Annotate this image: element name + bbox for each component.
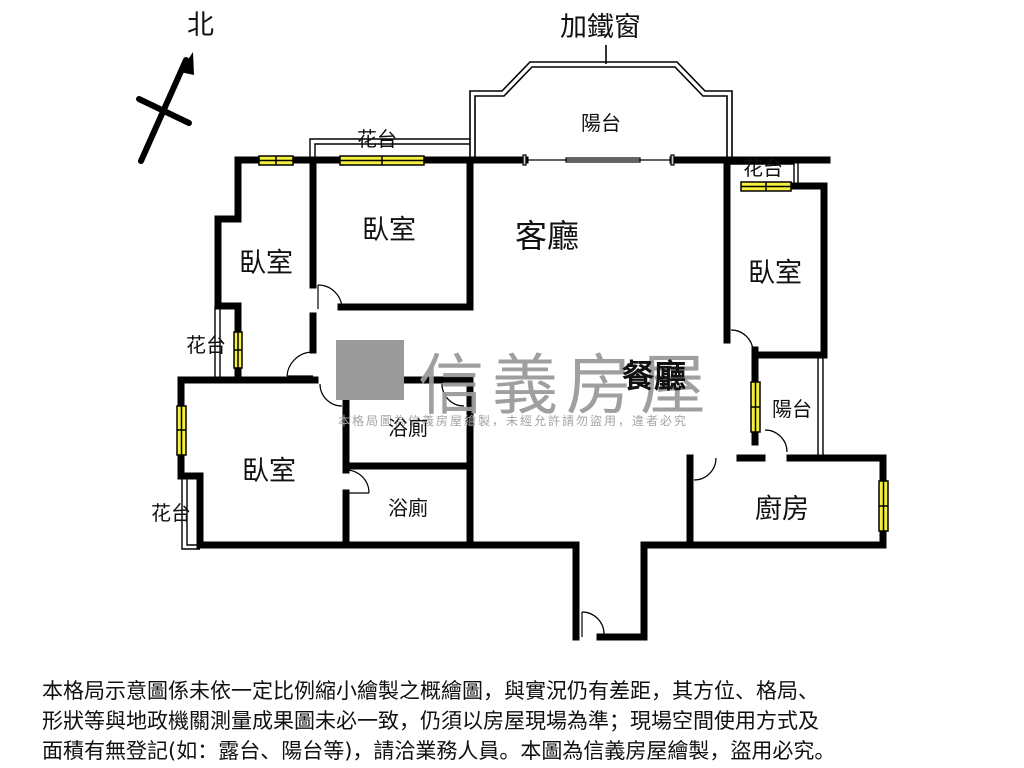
bedroom-top-left-label: 臥室 <box>239 248 293 279</box>
balcony-right-label: 陽台 <box>772 397 812 421</box>
brand-logo-watermark <box>336 340 404 400</box>
floor-plan <box>136 45 889 641</box>
planter-left-mid-label: 花台 <box>186 333 226 357</box>
windows <box>176 155 889 532</box>
planter-top-left-label: 花台 <box>357 127 397 151</box>
bedroom-right-label: 臥室 <box>748 258 802 289</box>
planter-outline <box>181 138 824 550</box>
disclaimer-line: 形狀等與地政機關測量成果圖未必一致，仍須以房屋現場為準；現場空間使用方式及 <box>42 709 819 733</box>
bathroom-1-label: 浴廁 <box>388 416 428 440</box>
living-room-label: 客廳 <box>515 217 580 255</box>
sliding-door <box>522 154 675 166</box>
kitchen-label: 廚房 <box>755 494 809 525</box>
watermark-notice: 本格局圖為信義房屋繪製，未經允許請勿盜用，違者必究 <box>338 414 689 428</box>
bedroom-bottom-left-label: 臥室 <box>242 456 296 487</box>
planter-top-right-label: 花台 <box>743 156 783 180</box>
dining-room-label: 餐廳 <box>622 357 687 395</box>
balcony-outline <box>469 45 733 160</box>
brand-watermark: 信義房屋 <box>418 347 714 424</box>
iron-window-label: 加鐵窗 <box>560 12 641 43</box>
compass-label: 北 <box>187 10 214 41</box>
north-arrow-icon <box>136 52 194 164</box>
balcony-top-label: 陽台 <box>581 111 621 135</box>
disclaimer: 本格局示意圖係未依一定比例縮小繪製之概繪圖，與實況仍有差距，其方位、格局、 形狀… <box>42 676 1002 766</box>
bedroom-top-center-label: 臥室 <box>362 215 416 246</box>
disclaimer-line: 本格局示意圖係未依一定比例縮小繪製之概繪圖，與實況仍有差距，其方位、格局、 <box>42 679 819 703</box>
planter-left-bottom-label: 花台 <box>151 501 191 525</box>
door-swings <box>286 284 788 637</box>
disclaimer-line: 面積有無登記(如：露台、陽台等)，請洽業務人員。本圖為信義房屋繪製，盜用必究。 <box>42 739 836 763</box>
bathroom-2-label: 浴廁 <box>388 496 428 520</box>
